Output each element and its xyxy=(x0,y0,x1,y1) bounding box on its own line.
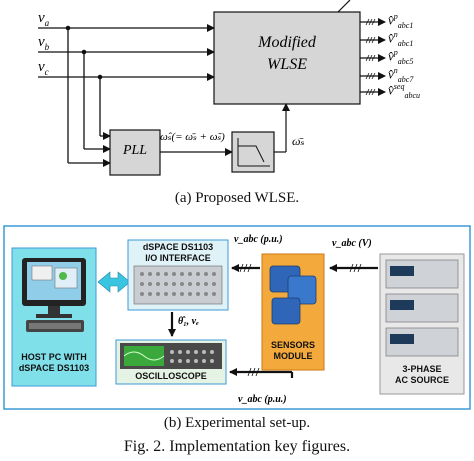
figure-caption: Fig. 2. Implementation key figures. xyxy=(123,438,351,455)
input-vc-label: vc xyxy=(38,59,49,77)
pll-block xyxy=(109,129,161,176)
v-pu-bottom-label: v_abc (p.u.) xyxy=(238,394,287,405)
v-volt-label: v_abc (V) xyxy=(332,238,372,249)
junction-dots xyxy=(65,25,103,80)
input-va-label: va xyxy=(38,10,50,28)
ac-source-units xyxy=(385,259,459,357)
theta-label: θ̂₁, vₑ xyxy=(178,316,199,327)
input-lines xyxy=(38,24,215,167)
output-label-1: v̂pabc1 xyxy=(388,12,414,30)
v-pu-top-label: v_abc (p.u.) xyxy=(234,234,283,245)
input-vb-label: vb xyxy=(38,34,50,52)
sensor-icon xyxy=(269,265,317,325)
sensors-module-label: SENSORS MODULE xyxy=(270,340,315,361)
output-label-5: v̂seqabcu xyxy=(388,82,421,100)
caption-b: (b) Experimental set-up. xyxy=(163,415,311,431)
filter-curve-icon xyxy=(237,138,270,167)
lowpass-filter-block xyxy=(231,131,275,173)
ac-source-label: 3-PHASE AC SOURCE xyxy=(394,364,449,385)
dspace-label: dSPACE DS1103 I/O INTERFACE xyxy=(142,242,214,263)
setup-signal-arrows xyxy=(168,264,378,378)
caption-a: (a) Proposed WLSE. xyxy=(174,190,300,206)
output-label-3: v̂pabc5 xyxy=(388,48,414,66)
pll-label: PLL xyxy=(122,143,148,158)
oscilloscope-label: OSCILLOSCOPE xyxy=(135,371,207,381)
setup-phase-ticks xyxy=(239,263,362,377)
output-label-4: v̂nabc7 xyxy=(388,66,414,84)
output-label-2: v̂nabc1 xyxy=(388,30,414,48)
omega-bar-label: ω̄ₛ xyxy=(292,134,305,148)
output-arrows xyxy=(360,18,386,96)
oscilloscope-icon xyxy=(120,343,222,369)
dspace-board-icon xyxy=(133,265,223,305)
host-pc-label: HOST PC WITH dSPACE DS1103 xyxy=(18,352,90,373)
monitor-icon xyxy=(22,258,86,332)
modified-wlse-label: Modified WLSE xyxy=(258,34,316,73)
omega-label: ω̂ₛ(= ω̄ₛ + ω̃ₛ) xyxy=(160,131,225,143)
three-phase-ticks xyxy=(365,18,376,96)
